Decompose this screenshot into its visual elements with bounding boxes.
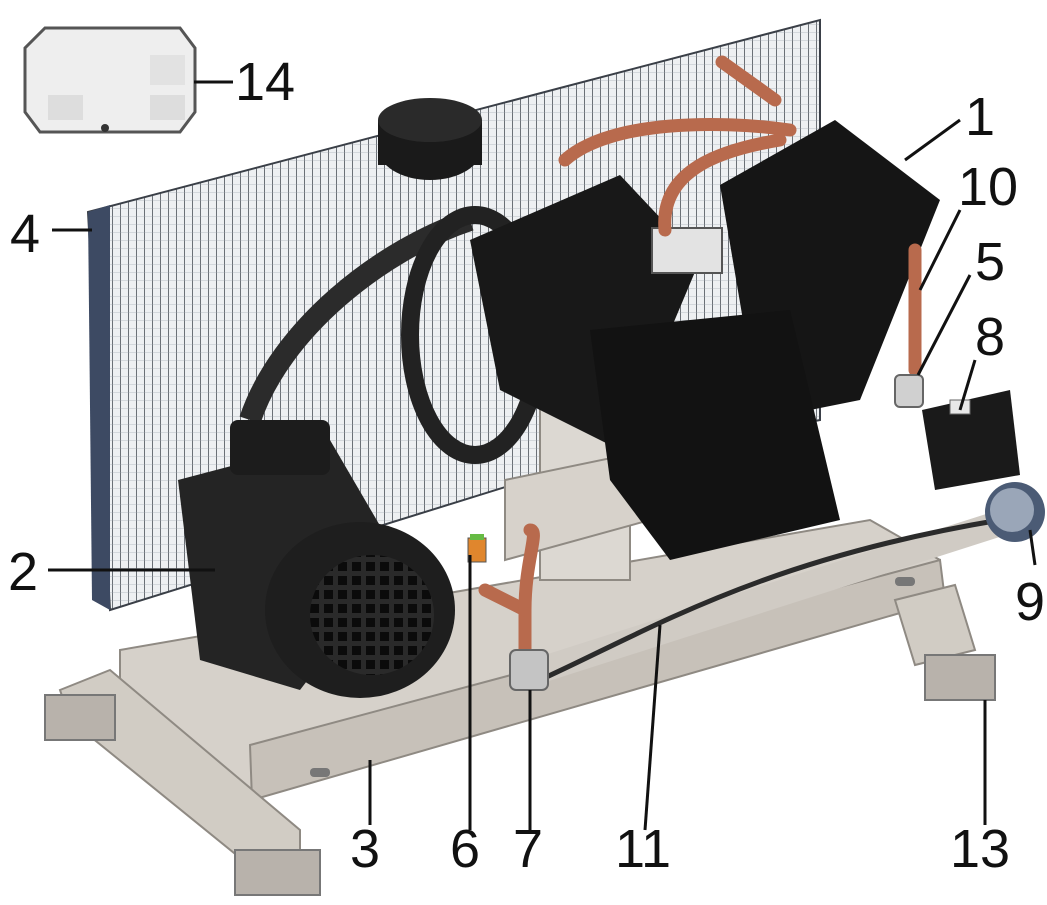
callout-7: 7 xyxy=(513,819,543,879)
pressure-gauge xyxy=(985,482,1045,542)
pipe-line xyxy=(512,507,1023,688)
check-valve xyxy=(509,649,549,691)
leader-lines xyxy=(48,80,1037,831)
pipe-fitting xyxy=(894,374,924,408)
callout-3: 3 xyxy=(350,819,380,879)
compressor-block xyxy=(378,98,940,560)
callout-2: 2 xyxy=(8,542,38,602)
callout-1: 1 xyxy=(965,87,995,147)
pressure-switch xyxy=(922,390,1020,490)
callout-10: 10 xyxy=(958,157,1018,217)
info-plate xyxy=(23,26,197,134)
callout-6: 6 xyxy=(450,819,480,879)
callout-5: 5 xyxy=(975,232,1005,292)
callout-9: 9 xyxy=(1015,572,1045,632)
callout-4: 4 xyxy=(10,204,40,264)
callout-8: 8 xyxy=(975,307,1005,367)
safety-valve xyxy=(467,534,487,563)
callout-13: 13 xyxy=(950,819,1010,879)
electric-motor xyxy=(178,420,455,698)
callout-11: 11 xyxy=(615,819,671,879)
callout-14: 14 xyxy=(235,52,295,112)
